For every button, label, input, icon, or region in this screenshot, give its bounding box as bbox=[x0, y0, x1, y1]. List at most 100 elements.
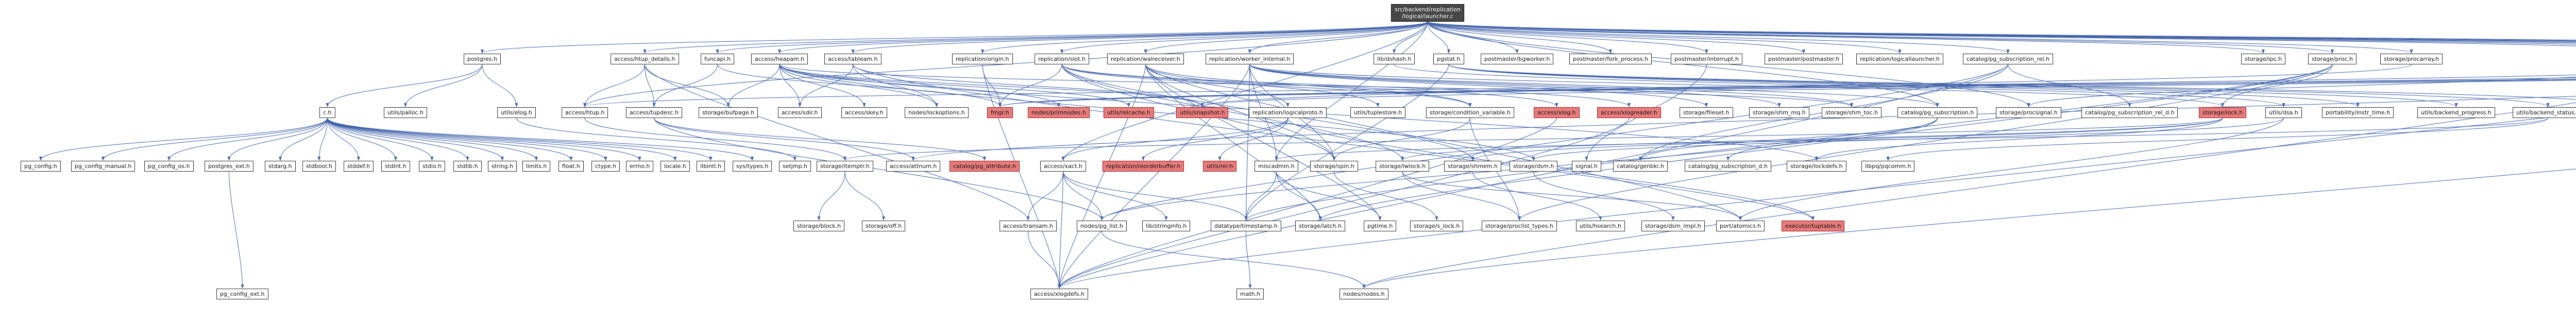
graph-node-datatype-timestamp-h[interactable]: datatype/timestamp.h bbox=[1211, 221, 1281, 231]
graph-node-storage-lockdefs-h[interactable]: storage/lockdefs.h bbox=[1787, 161, 1846, 172]
graph-node-storage-off-h[interactable]: storage/off.h bbox=[862, 221, 906, 231]
graph-node-utils-elog-h[interactable]: utils/elog.h bbox=[497, 107, 536, 118]
graph-node-setjmp-h[interactable]: setjmp.h bbox=[779, 161, 811, 172]
graph-node-access-attnum-h[interactable]: access/attnum.h bbox=[886, 161, 941, 172]
graph-node-pgtime-h[interactable]: pgtime.h bbox=[1364, 221, 1397, 231]
graph-node-utils-hsearch-h[interactable]: utils/hsearch.h bbox=[1576, 221, 1625, 231]
graph-node-stdarg-h[interactable]: stdarg.h bbox=[265, 161, 296, 172]
graph-node-access-xlogdefs-h[interactable]: access/xlogdefs.h bbox=[1030, 289, 1088, 299]
graph-node-postgres-h[interactable]: postgres.h bbox=[464, 54, 501, 64]
graph-node-access-xlog-h[interactable]: access/xlog.h bbox=[1534, 107, 1580, 118]
graph-node-storage-proclist-types-h[interactable]: storage/proclist_types.h bbox=[1482, 221, 1557, 231]
graph-node-utils-relcache-h[interactable]: utils/relcache.h bbox=[1104, 107, 1154, 118]
graph-node-storage-ipc-h[interactable]: storage/ipc.h bbox=[2241, 54, 2286, 64]
graph-node-errno-h[interactable]: errno.h bbox=[626, 161, 654, 172]
graph-node-utils-dsa-h[interactable]: utils/dsa.h bbox=[2265, 107, 2302, 118]
graph-node-storage-spin-h[interactable]: storage/spin.h bbox=[1310, 161, 1358, 172]
graph-node-c-h[interactable]: c.h bbox=[319, 107, 335, 118]
graph-node-access-sdir-h[interactable]: access/sdir.h bbox=[778, 107, 822, 118]
graph-node-replication-walreceiver-h[interactable]: replication/walreceiver.h bbox=[1107, 54, 1184, 64]
graph-node-access-tableam-h[interactable]: access/tableam.h bbox=[824, 54, 882, 64]
graph-node-pg-config-ext-h[interactable]: pg_config_ext.h bbox=[216, 289, 268, 299]
graph-node-math-h[interactable]: math.h bbox=[1236, 289, 1264, 299]
graph-node-pgstat-h[interactable]: pgstat.h bbox=[1433, 54, 1464, 64]
graph-node-catalog-pg-subscription-rel-h[interactable]: catalog/pg_subscription_rel.h bbox=[1963, 54, 2053, 64]
graph-node-ctype-h[interactable]: ctype.h bbox=[591, 161, 620, 172]
graph-node-nodes-lockoptions-h[interactable]: nodes/lockoptions.h bbox=[905, 107, 969, 118]
graph-node-sys-types-h[interactable]: sys/types.h bbox=[733, 161, 772, 172]
graph-node-port-atomics-h[interactable]: port/atomics.h bbox=[1716, 221, 1765, 231]
graph-node-replication-logicalproto-h[interactable]: replication/logicalproto.h bbox=[1249, 107, 1327, 118]
graph-node-nodes-primnodes-h[interactable]: nodes/primnodes.h bbox=[1028, 107, 1090, 118]
graph-node-stdlib-h[interactable]: stdlib.h bbox=[453, 161, 482, 172]
graph-node-float-h[interactable]: float.h bbox=[558, 161, 584, 172]
graph-node-storage-shm-mq-h[interactable]: storage/shm_mq.h bbox=[1749, 107, 1809, 118]
graph-node-limits-h[interactable]: limits.h bbox=[522, 161, 551, 172]
graph-node-stdio-h[interactable]: stdio.h bbox=[419, 161, 446, 172]
graph-node-storage-procsignal-h[interactable]: storage/procsignal.h bbox=[1996, 107, 2061, 118]
graph-node-replication-reorderbuffer-h[interactable]: replication/reorderbuffer.h bbox=[1103, 161, 1184, 172]
graph-node-utils-snapshot-h[interactable]: utils/snapshot.h bbox=[1176, 107, 1229, 118]
graph-node-replication-slot-h[interactable]: replication/slot.h bbox=[1035, 54, 1090, 64]
graph-node-replication-logicallauncher-h[interactable]: replication/logicallauncher.h bbox=[1856, 54, 1943, 64]
graph-node-lib-dshash-h[interactable]: lib/dshash.h bbox=[1374, 54, 1415, 64]
graph-node-executor-tuptable-h[interactable]: executor/tuptable.h bbox=[1782, 221, 1845, 231]
graph-node-storage-dsm-impl-h[interactable]: storage/dsm_impl.h bbox=[1641, 221, 1705, 231]
graph-node-nodes-pg-list-h[interactable]: nodes/pg_list.h bbox=[1077, 221, 1127, 231]
graph-node-access-heapam-h[interactable]: access/heapam.h bbox=[751, 54, 808, 64]
graph-node-utils-rel-h[interactable]: utils/rel.h bbox=[1203, 161, 1237, 172]
graph-node-access-htup-h[interactable]: access/htup.h bbox=[562, 107, 608, 118]
graph-node-storage-lwlock-h[interactable]: storage/lwlock.h bbox=[1376, 161, 1430, 172]
graph-node-storage-dsm-h[interactable]: storage/dsm.h bbox=[1510, 161, 1558, 172]
graph-node-funcapi-h[interactable]: funcapi.h bbox=[701, 54, 735, 64]
graph-node-postmaster-bgworker-h[interactable]: postmaster/bgworker.h bbox=[1481, 54, 1554, 64]
graph-node-miscadmin-h[interactable]: miscadmin.h bbox=[1255, 161, 1298, 172]
graph-node-string-h[interactable]: string.h bbox=[488, 161, 517, 172]
graph-node-postmaster-postmaster-h[interactable]: postmaster/postmaster.h bbox=[1765, 54, 1843, 64]
graph-node-replication-worker-internal-h[interactable]: replication/worker_internal.h bbox=[1206, 54, 1294, 64]
graph-node-postgres-ext-h[interactable]: postgres_ext.h bbox=[205, 161, 253, 172]
graph-node-storage-condition-variable-h[interactable]: storage/condition_variable.h bbox=[1426, 107, 1514, 118]
graph-node-libpq-pqcomm-h[interactable]: libpq/pqcomm.h bbox=[1861, 161, 1915, 172]
graph-node-signal-h[interactable]: signal.h bbox=[1572, 161, 1602, 172]
graph-node-nodes-nodes-h[interactable]: nodes/nodes.h bbox=[1340, 289, 1388, 299]
graph-node-stddef-h[interactable]: stddef.h bbox=[344, 161, 374, 172]
graph-node-storage-block-h[interactable]: storage/block.h bbox=[793, 221, 845, 231]
graph-node-pg-config-os-h[interactable]: pg_config_os.h bbox=[144, 161, 194, 172]
graph-node-utils-backend-status-h[interactable]: utils/backend_status.h bbox=[2513, 107, 2576, 118]
graph-node-storage-shmem-h[interactable]: storage/shmem.h bbox=[1444, 161, 1501, 172]
graph-node-stdbool-h[interactable]: stdbool.h bbox=[302, 161, 336, 172]
graph-node-access-skey-h[interactable]: access/skey.h bbox=[841, 107, 887, 118]
graph-node-locale-h[interactable]: locale.h bbox=[660, 161, 690, 172]
graph-node-access-transam-h[interactable]: access/transam.h bbox=[999, 221, 1057, 231]
graph-node-stdint-h[interactable]: stdint.h bbox=[381, 161, 410, 172]
graph-node-catalog-pg-subscription-d-h[interactable]: catalog/pg_subscription_d.h bbox=[1685, 161, 1771, 172]
graph-node-storage-latch-h[interactable]: storage/latch.h bbox=[1295, 221, 1346, 231]
graph-node-storage-proc-h[interactable]: storage/proc.h bbox=[2308, 54, 2357, 64]
graph-node-lib-stringinfo-h[interactable]: lib/stringinfo.h bbox=[1142, 221, 1191, 231]
graph-node-libintl-h[interactable]: libintl.h bbox=[697, 161, 725, 172]
graph-node-utils-palloc-h[interactable]: utils/palloc.h bbox=[384, 107, 427, 118]
graph-node-storage-fileset-h[interactable]: storage/fileset.h bbox=[1680, 107, 1733, 118]
graph-node-utils-tuplestore-h[interactable]: utils/tuplestore.h bbox=[1350, 107, 1406, 118]
graph-node-pg-config-manual-h[interactable]: pg_config_manual.h bbox=[71, 161, 135, 172]
graph-node-catalog-genbki-h[interactable]: catalog/genbki.h bbox=[1613, 161, 1668, 172]
graph-node-access-xlogreader-h[interactable]: access/xlogreader.h bbox=[1597, 107, 1661, 118]
graph-node-access-htup-details-h[interactable]: access/htup_details.h bbox=[611, 54, 679, 64]
graph-node-storage-itemptr-h[interactable]: storage/itemptr.h bbox=[817, 161, 873, 172]
graph-node-storage-s-lock-h[interactable]: storage/s_lock.h bbox=[1410, 221, 1464, 231]
graph-node-storage-procarray-h[interactable]: storage/procarray.h bbox=[2380, 54, 2443, 64]
graph-node-catalog-pg-subscription-rel-d-h[interactable]: catalog/pg_subscription_rel_d.h bbox=[2081, 107, 2178, 118]
graph-node-postmaster-fork-process-h[interactable]: postmaster/fork_process.h bbox=[1569, 54, 1652, 64]
graph-node-pg-config-h[interactable]: pg_config.h bbox=[21, 161, 61, 172]
graph-node-storage-shm-toc-h[interactable]: storage/shm_toc.h bbox=[1822, 107, 1882, 118]
graph-node-access-tupdesc-h[interactable]: access/tupdesc.h bbox=[626, 107, 683, 118]
graph-node-access-xact-h[interactable]: access/xact.h bbox=[1040, 161, 1086, 172]
graph-node-catalog-pg-attribute-h[interactable]: catalog/pg_attribute.h bbox=[950, 161, 1020, 172]
graph-node-postmaster-interrupt-h[interactable]: postmaster/interrupt.h bbox=[1671, 54, 1742, 64]
graph-node-fmgr-h[interactable]: fmgr.h bbox=[987, 107, 1013, 118]
graph-node-storage-lock-h[interactable]: storage/lock.h bbox=[2199, 107, 2247, 118]
graph-node-portability-instr-time-h[interactable]: portability/instr_time.h bbox=[2322, 107, 2394, 118]
graph-node-utils-backend-progress-h[interactable]: utils/backend_progress.h bbox=[2417, 107, 2495, 118]
graph-node-catalog-pg-subscription-h[interactable]: catalog/pg_subscription.h bbox=[1897, 107, 1978, 118]
